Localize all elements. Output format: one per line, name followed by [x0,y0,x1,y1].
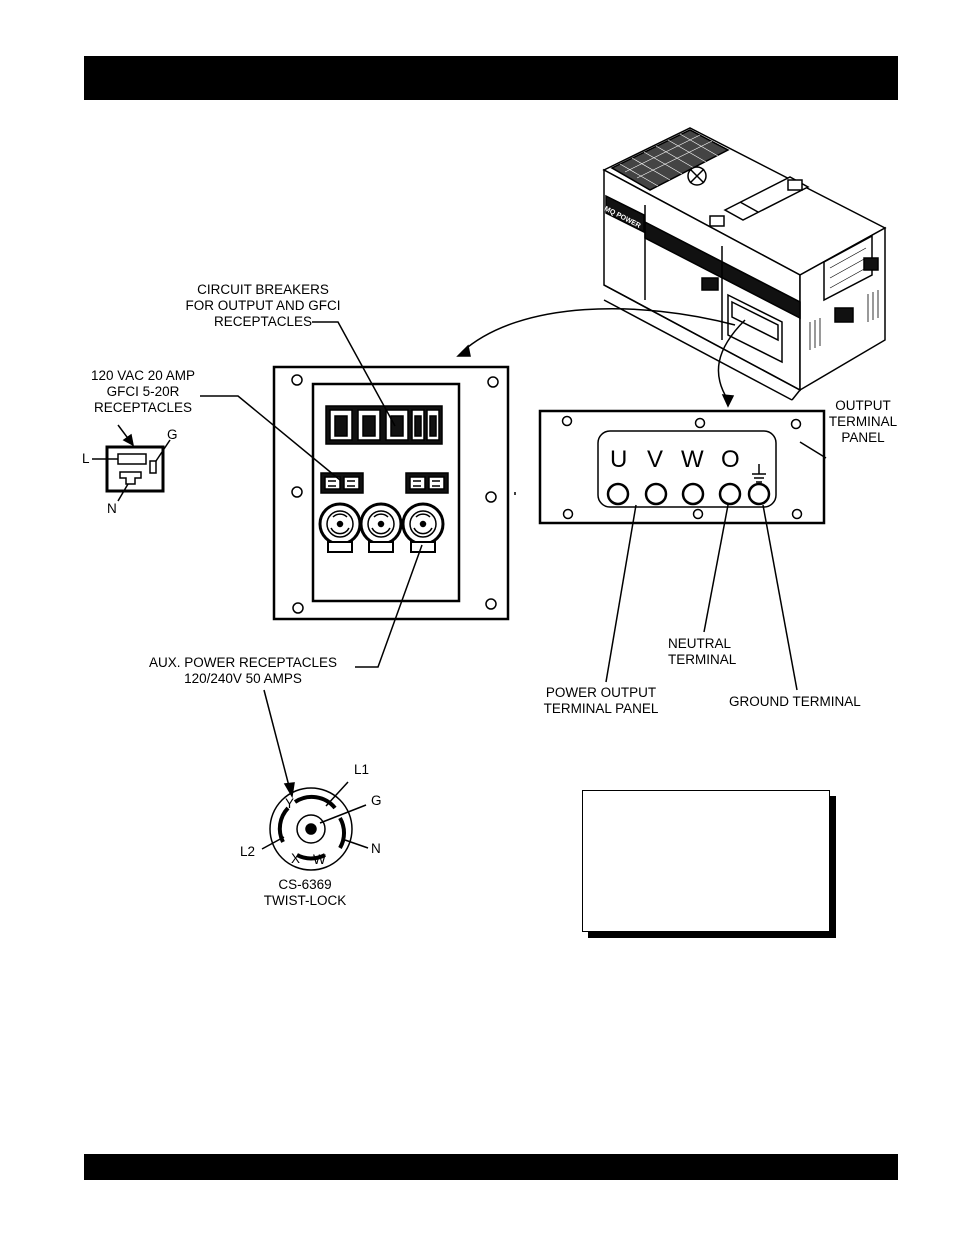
gfci-pin-n: N [107,501,117,517]
aux-receptacles-label: AUX. POWER RECEPTACLES 120/240V 50 AMPS [130,655,356,687]
twistlock-x: X [291,851,300,867]
terminal-w: W [681,448,704,472]
aux-receptacle-2 [361,504,401,552]
gfci-receptacle-left [321,473,363,493]
twistlock-n: N [371,841,381,857]
twistlock-label: CS-6369 TWIST-LOCK [240,877,370,909]
gfci-receptacle-right [406,473,448,493]
note-box [582,790,830,932]
terminal-o: O [721,448,740,472]
leader-aux-receptacles [355,545,422,667]
leader-power-output [606,505,636,682]
receptacle-panel [274,367,508,619]
circuit-breakers-label: CIRCUIT BREAKERS FOR OUTPUT AND GFCI REC… [168,282,358,330]
twistlock-l2: L2 [240,844,255,860]
leader-twistlock [264,690,290,790]
twistlock-l1: L1 [354,762,369,778]
output-terminal-panel-label: OUTPUT TERMINAL PANEL [818,398,908,446]
gfci-pin-g: G [167,427,178,443]
twistlock-g: G [371,793,382,809]
neutral-terminal-label: NEUTRAL TERMINAL [668,636,736,668]
aux-receptacle-1 [320,504,360,552]
terminal-v: V [647,448,663,472]
gfci-5-20r-detail [92,425,170,501]
ground-terminal-label: GROUND TERMINAL [729,694,861,710]
gfci-label: 120 VAC 20 AMP GFCI 5-20R RECEPTACLES [75,368,211,416]
power-output-label: POWER OUTPUT TERMINAL PANEL [530,685,672,717]
circuit-breakers [326,406,442,444]
leader-gfci [200,396,340,480]
generator-illustration [604,128,885,400]
gfci-pin-l: L [82,451,90,467]
twistlock-y: Y [285,796,294,812]
twistlock-w: W [313,852,326,868]
aux-receptacle-3 [403,504,443,552]
leader-ground [763,505,797,690]
terminal-u: U [610,448,627,472]
